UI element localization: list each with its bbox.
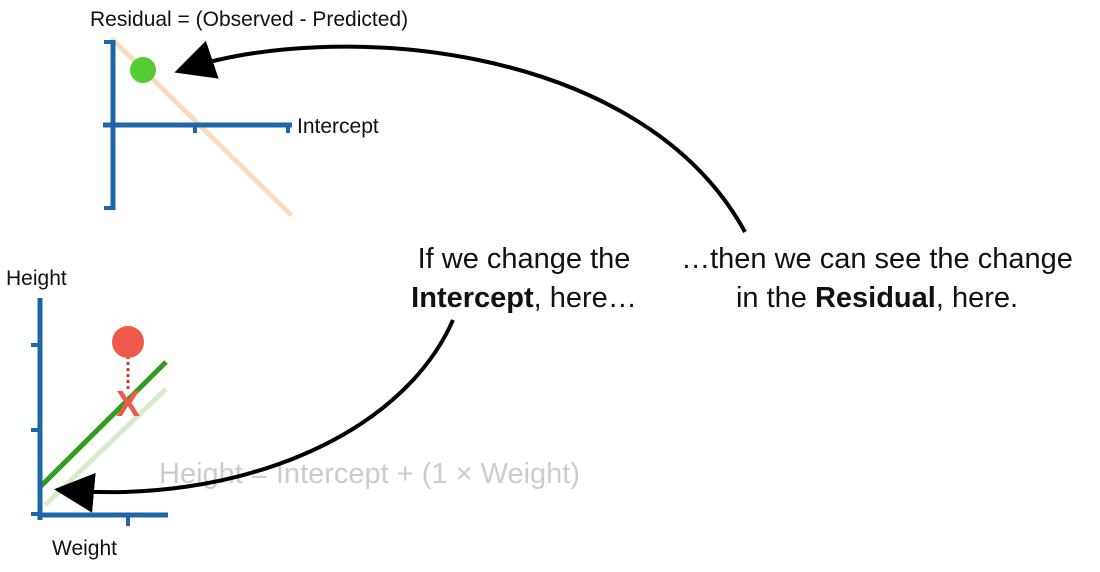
observed-point	[112, 326, 144, 358]
svg-text:in the Residual, here.: in the Residual, here.	[736, 282, 1018, 314]
right-caption: …then we can see the change in the Resid…	[681, 243, 1073, 314]
left-caption-intercept: Intercept	[411, 282, 534, 314]
svg-text:If we change the: If we change the	[418, 243, 631, 275]
left-caption: If we change the Intercept, here…	[411, 243, 637, 314]
height-plot-y-label: Height	[6, 267, 67, 290]
height-plot-x-label: Weight	[52, 537, 117, 560]
residual-plot-title: Residual = (Observed - Predicted)	[90, 8, 408, 31]
residual-point	[130, 57, 156, 83]
predicted-x-marker: X	[116, 383, 140, 424]
left-caption-line2-rest: , here…	[534, 282, 637, 314]
residual-plot: Residual = (Observed - Predicted) Interc…	[90, 8, 408, 217]
right-caption-line1: …then we can see the change	[681, 243, 1073, 275]
svg-text:…then we can see the change: …then we can see the change	[681, 243, 1073, 275]
arrow-to-residual-point	[174, 40, 747, 233]
fitted-line	[38, 360, 168, 489]
height-plot: Height Weight X Height = Intercept + (1 …	[6, 267, 580, 560]
right-caption-line2-pre: in the	[736, 282, 815, 314]
arrow-to-intercept	[54, 319, 455, 513]
svg-text:Intercept, here…: Intercept, here…	[411, 282, 637, 314]
residual-x-axis-label: Intercept	[297, 115, 379, 138]
right-caption-line2-post: , here.	[936, 282, 1018, 314]
model-equation: Height = Intercept + (1 × Weight)	[159, 458, 580, 490]
faded-fit-line	[43, 387, 168, 507]
left-caption-line1: If we change the	[418, 243, 631, 275]
right-caption-residual: Residual	[815, 282, 936, 314]
